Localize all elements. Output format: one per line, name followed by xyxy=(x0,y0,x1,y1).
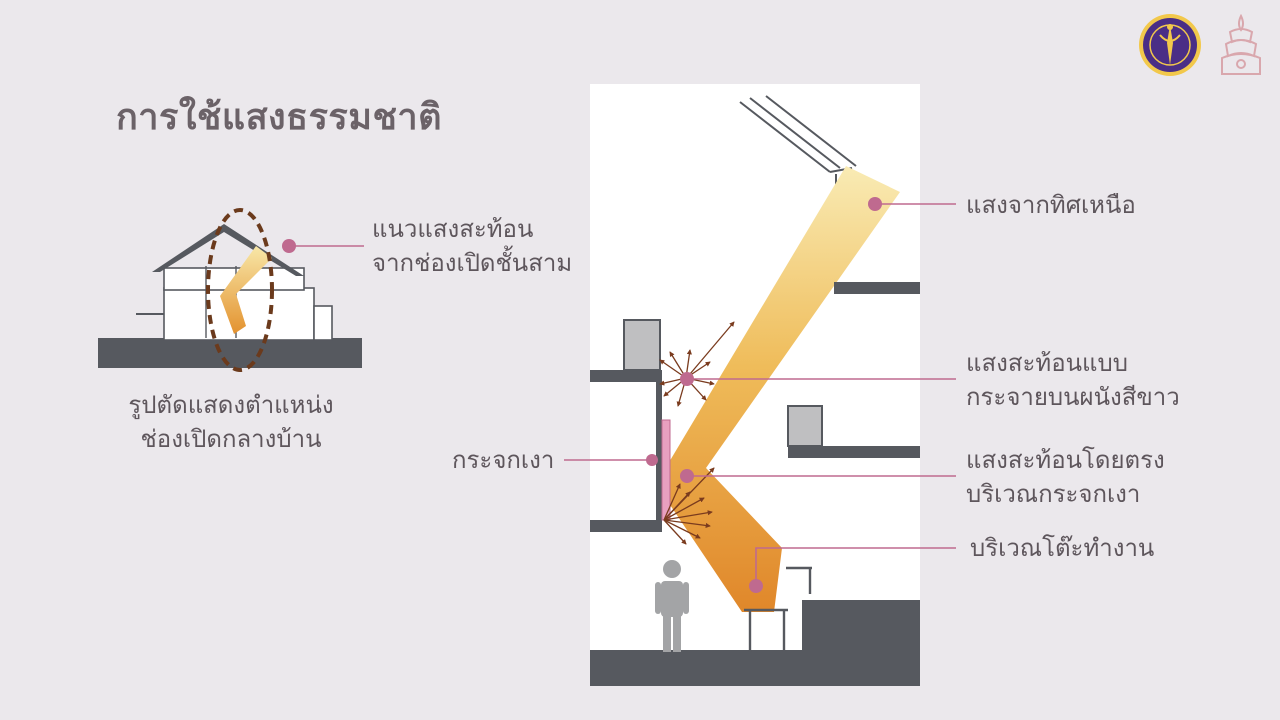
light-beam xyxy=(656,166,900,612)
house-callout-line2: จากช่องเปิดชั้นสาม xyxy=(372,249,573,277)
slab-top-right xyxy=(834,282,920,294)
slide-title: การใช้แสงธรรมชาติ xyxy=(116,97,443,138)
label-diffuse-line2: กระจายบนผนังสีขาว xyxy=(966,383,1180,411)
label-desk-area: บริเวณโต๊ะทำงาน xyxy=(970,534,1155,562)
highlight-ellipse xyxy=(206,208,274,372)
house-callout-line1: แนวแสงสะท้อน xyxy=(372,215,534,243)
label-direct-reflection: แสงสะท้อนโดยตรง บริเวณกระจกเงา xyxy=(966,443,1165,511)
house-callout: แนวแสงสะท้อน จากช่องเปิดชั้นสาม xyxy=(372,212,572,280)
mirror xyxy=(661,419,671,521)
label-north-light: แสงจากทิศเหนือ xyxy=(966,191,1136,219)
slab-mid-right xyxy=(788,446,920,458)
block-left xyxy=(623,319,661,371)
label-diffuse-line1: แสงสะท้อนแบบ xyxy=(966,349,1128,377)
block-right xyxy=(787,405,823,447)
building-section-diagram xyxy=(590,84,920,686)
house-caption: รูปตัดแสดงตำแหน่ง ช่องเปิดกลางบ้าน xyxy=(100,388,362,456)
person xyxy=(655,560,689,652)
label-direct-line1: แสงสะท้อนโดยตรง xyxy=(966,446,1165,474)
house-roof xyxy=(152,224,304,276)
raised-floor xyxy=(802,600,920,660)
label-diffuse-reflection: แสงสะท้อนแบบ กระจายบนผนังสีขาว xyxy=(966,346,1180,414)
label-direct-line2: บริเวณกระจกเงา xyxy=(966,480,1141,508)
house-caption-line1: รูปตัดแสดงตำแหน่ง xyxy=(128,391,334,419)
chula-emblem-icon xyxy=(1221,14,1261,75)
house-section-diagram xyxy=(98,208,362,372)
house-caption-line2: ช่องเปิดกลางบ้าน xyxy=(140,425,322,453)
university-seal-icon xyxy=(1139,14,1201,76)
slab-low-left xyxy=(590,520,662,532)
house-light-path xyxy=(220,246,272,334)
annex xyxy=(313,305,333,341)
ground xyxy=(98,338,362,368)
label-mirror: กระจกเงา xyxy=(452,446,555,474)
slab-mid-left xyxy=(590,370,662,382)
